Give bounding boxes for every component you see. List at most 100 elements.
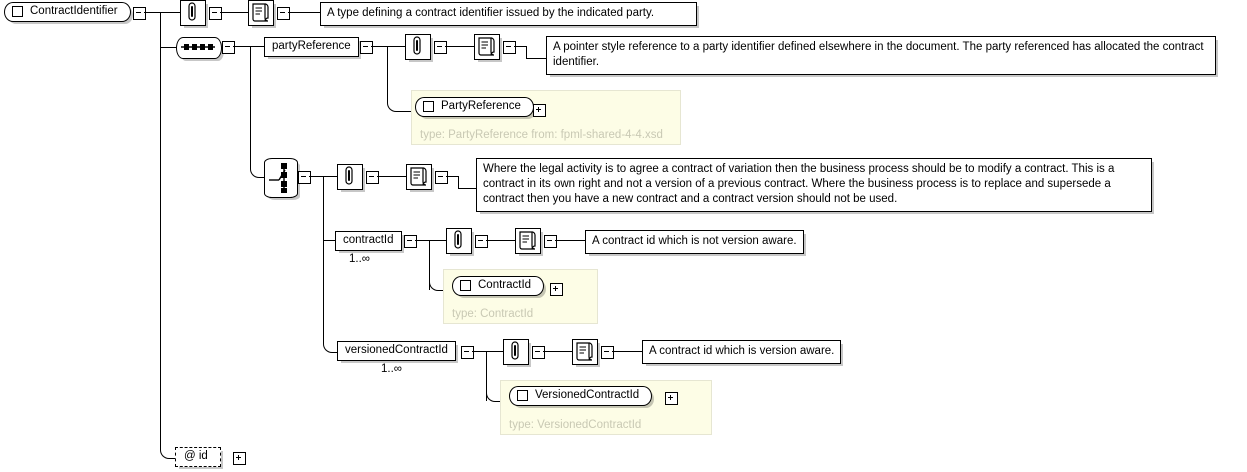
annotation-toggle-minus[interactable] <box>475 235 488 248</box>
connector <box>333 352 337 353</box>
connector <box>371 46 387 47</box>
versioned-contract-id-toggle-minus[interactable] <box>461 346 474 359</box>
connector <box>472 351 486 352</box>
connector <box>486 351 487 401</box>
element-square-icon <box>423 101 434 112</box>
versioned-contract-id-cardinality: 1..∞ <box>381 363 402 375</box>
connector <box>387 46 405 47</box>
connector <box>526 58 546 59</box>
connector <box>323 240 335 241</box>
contract-id-cardinality: 1..∞ <box>349 253 370 265</box>
type-element-versioned-contract-id[interactable]: VersionedContractId <box>509 386 653 406</box>
element-square-icon <box>460 280 471 291</box>
party-reference-toggle-minus[interactable] <box>360 41 373 54</box>
documentation-icon[interactable] <box>474 34 500 60</box>
connector-choice-trunk <box>323 176 324 342</box>
type-contract-id-toggle-plus[interactable] <box>550 283 563 296</box>
annotation-toggle-minus[interactable] <box>366 171 379 184</box>
type-element-party-reference[interactable]: PartyReference <box>415 97 534 117</box>
documentation-icon[interactable] <box>248 0 274 26</box>
type-panel-label: type: PartyReference from: fpml-shared-4… <box>420 129 663 141</box>
connector <box>220 12 248 13</box>
connector <box>514 46 526 47</box>
type-element-label: ContractId <box>478 279 532 291</box>
documentation-icon[interactable] <box>515 228 541 254</box>
root-element-label: ContractIdentifier <box>30 5 118 17</box>
annotation-icon[interactable] <box>503 339 529 365</box>
connector-sequence-trunk <box>250 46 251 167</box>
connector <box>144 12 160 13</box>
connector <box>170 458 175 459</box>
connector <box>260 177 264 178</box>
connector-elbow <box>323 342 334 353</box>
connector <box>377 176 406 177</box>
annotation-toggle-minus[interactable] <box>532 346 545 359</box>
connector-elbow <box>250 167 261 178</box>
connector <box>160 12 180 13</box>
documentation-icon[interactable] <box>406 164 432 190</box>
choice-documentation-box: Where the legal activity is to agree a c… <box>476 158 1152 212</box>
attribute-id[interactable]: @ id <box>175 447 221 467</box>
root-element-contract-identifier[interactable]: ContractIdentifier <box>4 2 131 22</box>
documentation-toggle-minus[interactable] <box>544 235 557 248</box>
element-party-reference[interactable]: partyReference <box>264 37 359 57</box>
party-reference-documentation-box: A pointer style reference to a party ide… <box>546 36 1216 75</box>
root-toggle-minus[interactable] <box>133 7 146 20</box>
documentation-icon[interactable] <box>572 339 598 365</box>
connector <box>233 46 250 47</box>
connector <box>387 46 388 101</box>
contract-id-documentation-box: A contract id which is not version aware… <box>585 230 804 254</box>
connector <box>309 176 323 177</box>
type-element-contract-id[interactable]: ContractId <box>452 276 545 296</box>
element-versioned-contract-id[interactable]: versionedContractId <box>337 341 456 361</box>
connector-elbow <box>486 391 497 402</box>
documentation-toggle-minus[interactable] <box>601 346 614 359</box>
type-panel-label: type: ContractId <box>452 308 534 320</box>
connector-elbow <box>160 448 171 459</box>
documentation-toggle-minus[interactable] <box>277 7 290 20</box>
connector <box>288 12 320 13</box>
connector <box>429 240 430 290</box>
annotation-toggle-minus[interactable] <box>209 7 222 20</box>
type-party-reference-toggle-plus[interactable] <box>533 104 546 117</box>
annotation-toggle-minus[interactable] <box>434 41 447 54</box>
connector <box>612 351 642 352</box>
connector <box>397 111 411 112</box>
type-panel-label: type: VersionedContractId <box>509 419 642 431</box>
connector <box>323 176 337 177</box>
sequence-compositor-node[interactable] <box>176 37 222 59</box>
root-documentation-box: A type defining a contract identifier is… <box>320 2 697 26</box>
connector <box>458 176 459 188</box>
attribute-id-toggle-plus[interactable] <box>233 452 246 465</box>
annotation-icon[interactable] <box>180 0 206 26</box>
connector <box>250 46 264 47</box>
connector <box>160 47 176 48</box>
documentation-toggle-minus[interactable] <box>435 171 448 184</box>
type-element-label: PartyReference <box>441 100 521 112</box>
choice-toggle-minus[interactable] <box>298 171 311 184</box>
connector-trunk <box>160 12 161 448</box>
element-square-icon <box>517 390 528 401</box>
connector <box>446 176 458 177</box>
connector <box>543 351 572 352</box>
type-element-label: VersionedContractId <box>535 389 640 401</box>
connector <box>445 46 474 47</box>
sequence-toggle-minus[interactable] <box>222 41 235 54</box>
annotation-icon[interactable] <box>337 164 363 190</box>
connector <box>555 240 585 241</box>
connector-elbow <box>429 280 440 291</box>
connector <box>415 240 429 241</box>
choice-compositor-node[interactable] <box>264 158 298 198</box>
connector <box>429 240 446 241</box>
element-contract-id[interactable]: contractId <box>335 231 402 251</box>
documentation-toggle-minus[interactable] <box>503 41 516 54</box>
connector <box>526 46 527 58</box>
annotation-icon[interactable] <box>405 34 431 60</box>
connector-elbow <box>387 101 398 112</box>
annotation-icon[interactable] <box>446 228 472 254</box>
contract-id-toggle-minus[interactable] <box>404 235 417 248</box>
type-versioned-contract-id-toggle-plus[interactable] <box>665 392 678 405</box>
connector <box>486 240 515 241</box>
connector <box>486 351 503 352</box>
